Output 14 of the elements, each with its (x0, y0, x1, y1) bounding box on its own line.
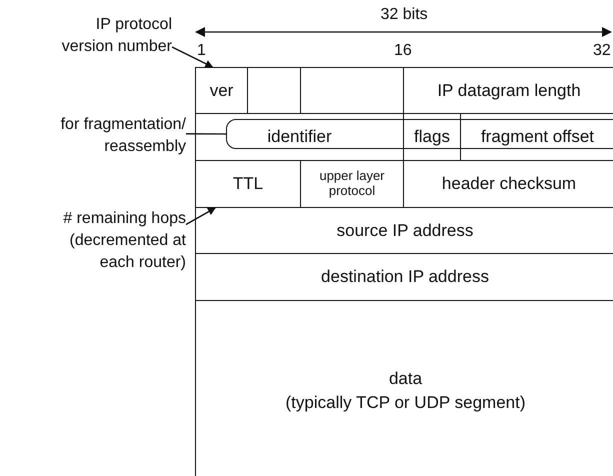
rounded-outline (226, 119, 613, 149)
bit-number: 16 (394, 42, 412, 60)
field-cell: ver (195, 67, 248, 114)
bit-number: 1 (197, 42, 206, 60)
callout-text: # remaining hops (decremented at each router) (51, 208, 186, 274)
field-label: data (388, 368, 422, 390)
bit-number: 32 (593, 42, 611, 60)
callout-text: IP protocol version number (42, 14, 172, 58)
leader-line (186, 133, 226, 135)
leader-arrow (186, 207, 216, 226)
leader-arrow (172, 46, 214, 68)
callout-text: for fragmentation/ reassembly (36, 114, 186, 158)
field-label: (typically TCP or UDP segment) (286, 392, 526, 414)
dimension-label: 32 bits (380, 6, 428, 24)
